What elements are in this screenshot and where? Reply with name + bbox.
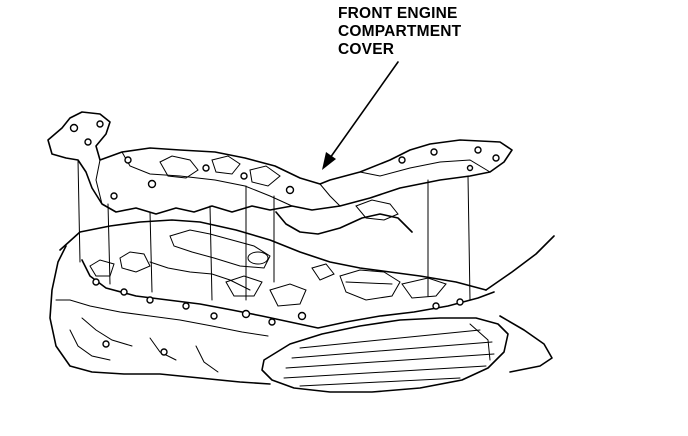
fender-outline bbox=[485, 235, 555, 373]
callout-label: FRONT ENGINE COMPARTMENT COVER bbox=[338, 5, 461, 59]
callout-line-3: COVER bbox=[338, 41, 395, 58]
engine-compartment bbox=[59, 199, 487, 307]
front-body-panel bbox=[49, 245, 495, 385]
front-engine-compartment-cover bbox=[47, 111, 513, 215]
alignment-lines bbox=[77, 159, 471, 301]
callout-line-2: COMPARTMENT bbox=[338, 23, 462, 40]
leader-arrow bbox=[322, 61, 399, 170]
callout-line-1: FRONT ENGINE bbox=[338, 5, 458, 22]
headlight-assembly bbox=[261, 317, 509, 393]
